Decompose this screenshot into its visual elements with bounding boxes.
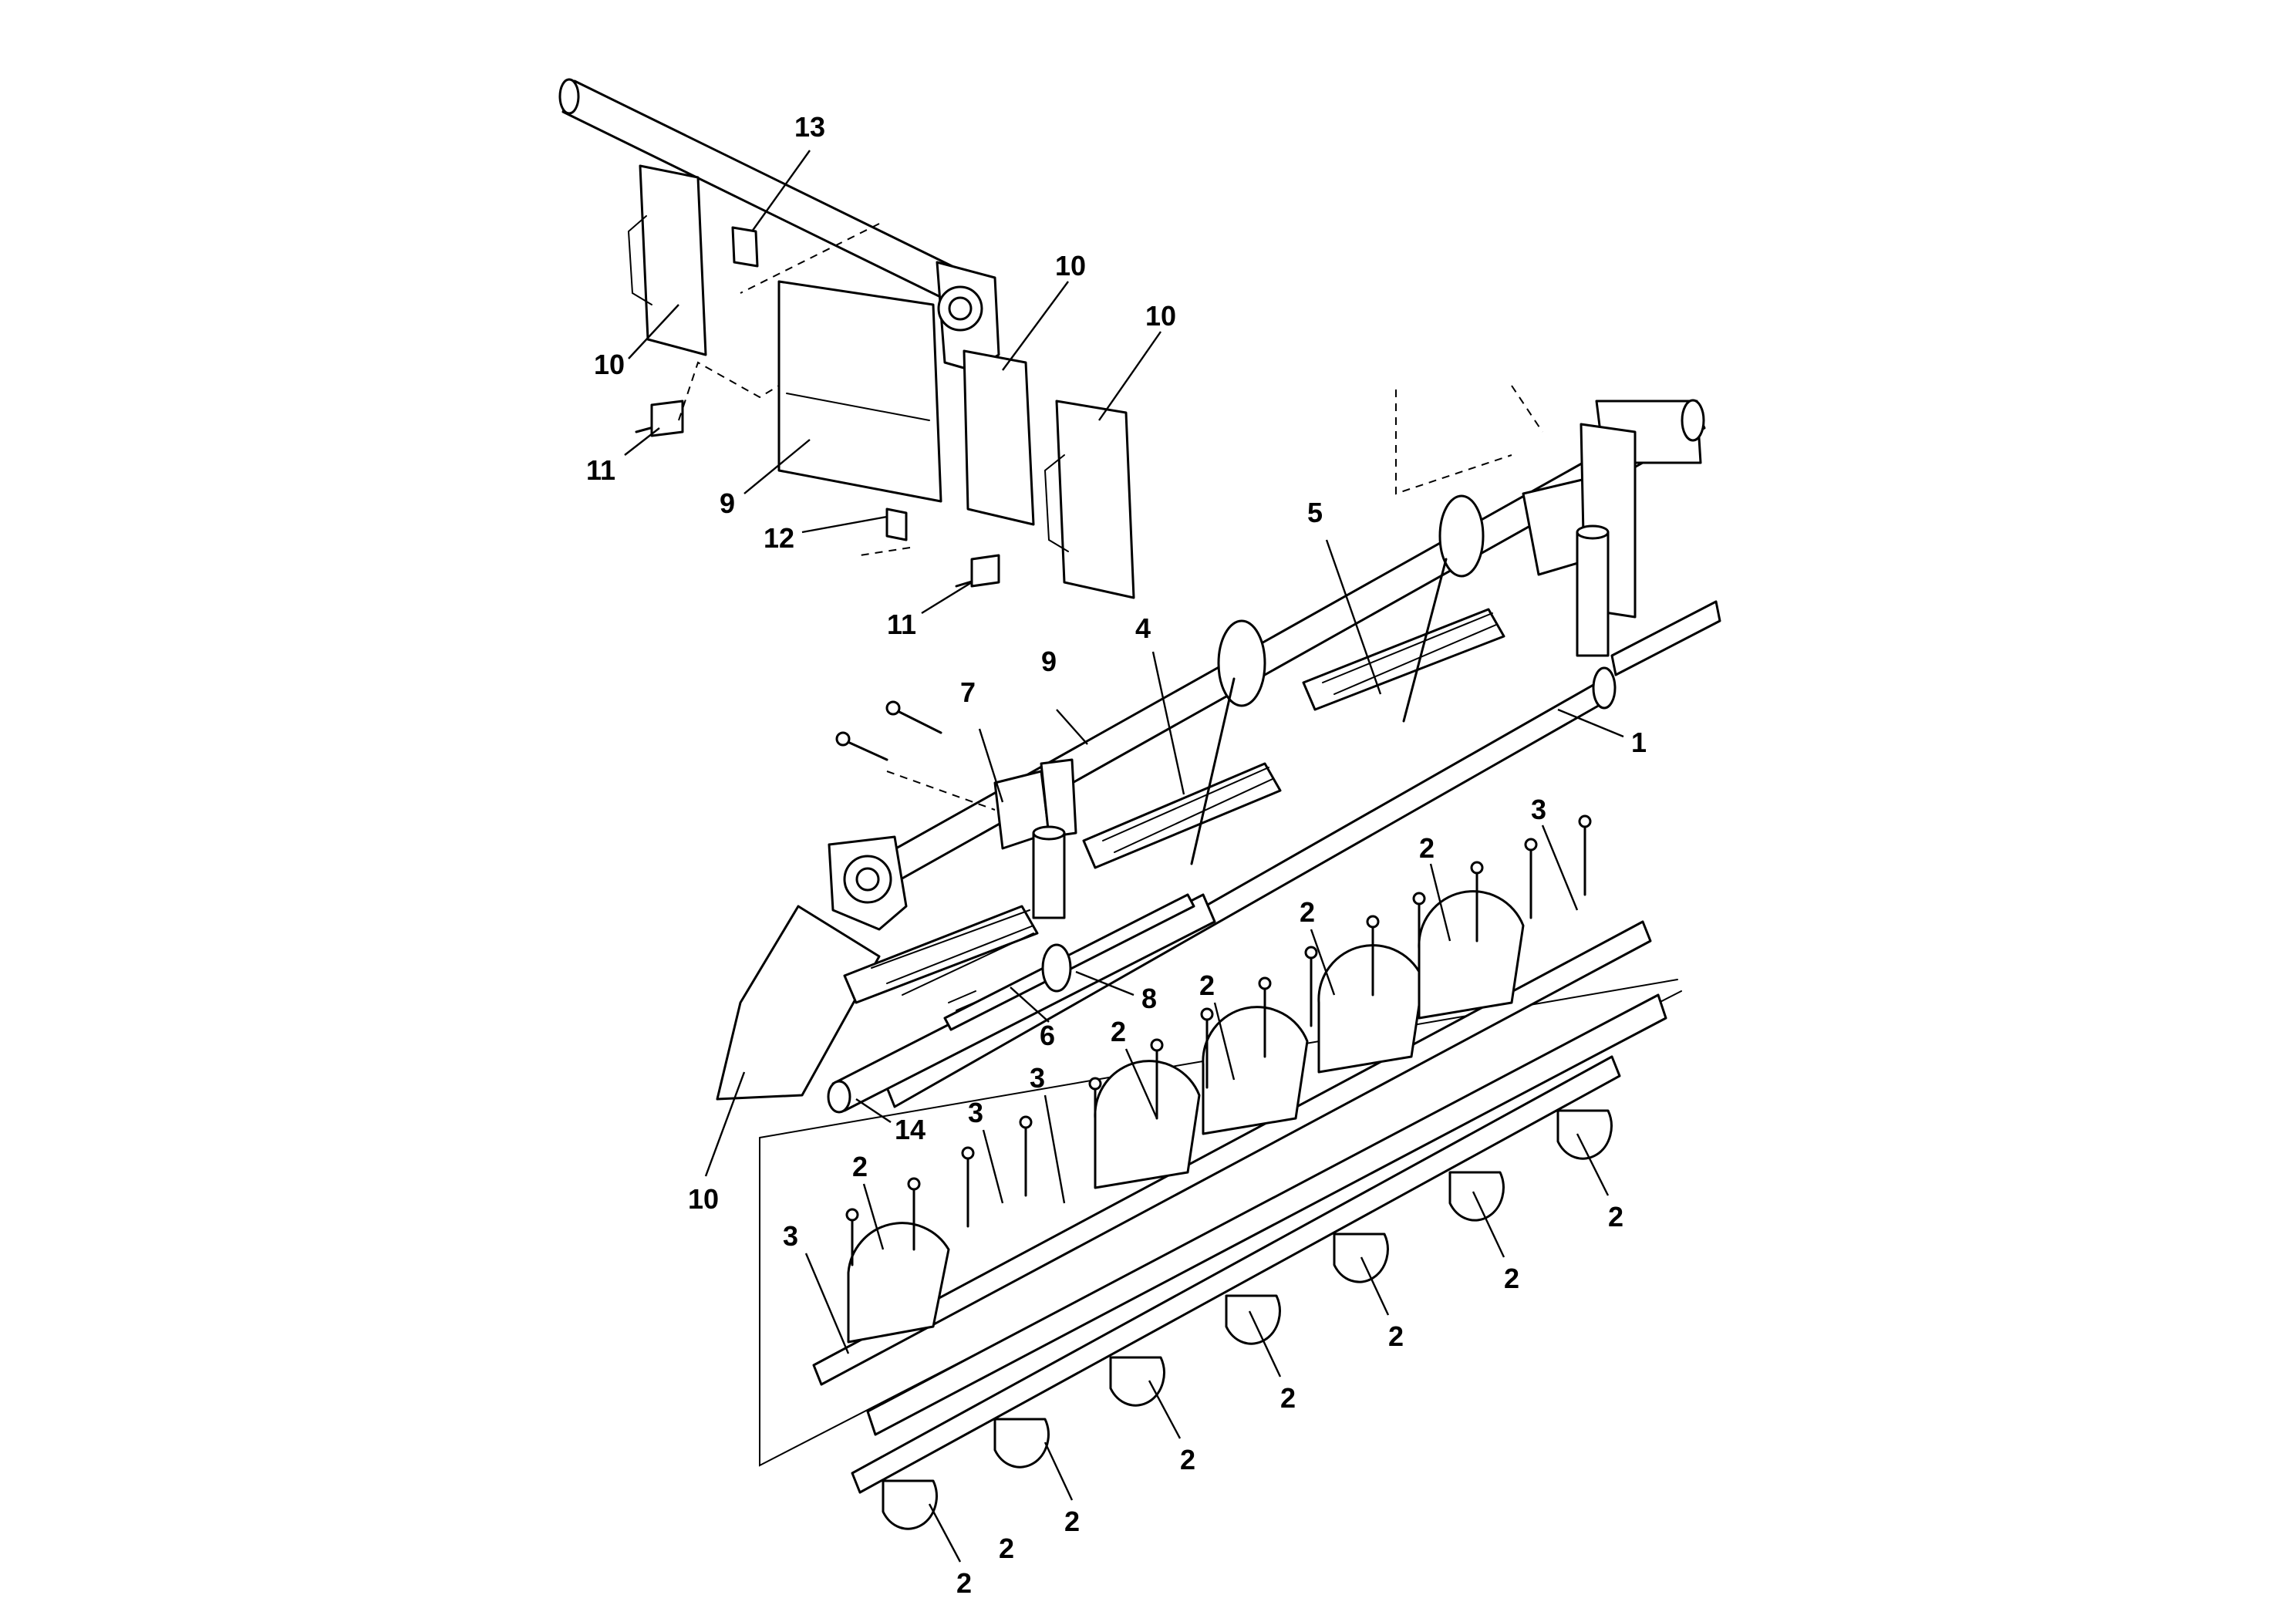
callout-2-b: 2 [1111,1016,1126,1047]
callout-2-h: 2 [1388,1320,1404,1352]
callout-2-d: 2 [1300,896,1315,928]
callout-10-side-guard: 10 [688,1183,719,1215]
callout-13: 13 [794,111,825,143]
callout-10-upper-left: 10 [594,349,625,380]
callout-2-c: 2 [1199,969,1215,1001]
callout-3-left: 3 [783,1220,798,1252]
callout-2-f: 2 [1608,1201,1623,1233]
callout-5: 5 [1307,497,1323,528]
callout-2-l: 2 [956,1567,972,1599]
callout-2-k: 2 [1064,1506,1080,1537]
callout-7: 7 [960,676,976,708]
callout-11-right: 11 [887,609,916,640]
callout-12: 12 [764,522,794,554]
callout-4: 4 [1135,612,1151,644]
callout-2-i: 2 [1280,1382,1296,1414]
callout-2-j: 2 [1180,1444,1195,1475]
callout-3-right: 3 [1531,794,1546,825]
callout-10-upper-right-b: 10 [1145,300,1176,332]
upper-frame-assembly [558,78,1135,599]
callout-11-left: 11 [586,454,615,486]
callout-labels: 13 10 10 10 10 11 11 9 12 9 7 4 5 1 8 6 … [586,111,1647,1599]
callout-9-main-tube: 9 [1041,646,1057,677]
callout-3-mid-a: 3 [968,1097,983,1128]
callout-8: 8 [1141,983,1157,1014]
callout-2-g: 2 [1504,1263,1519,1294]
callout-3-mid-b: 3 [1030,1062,1045,1094]
callout-1: 1 [1631,727,1647,758]
callout-6: 6 [1040,1020,1055,1051]
callout-9-upper-plate: 9 [720,487,735,519]
callout-2-a: 2 [852,1151,868,1182]
main-frame-assembly [716,385,1721,1114]
callout-10-upper-right-a: 10 [1055,250,1086,282]
callout-2-m: 2 [999,1533,1014,1564]
callout-14: 14 [895,1114,925,1145]
callout-leaders [624,150,1624,1563]
lower-auger-assembly [759,814,1682,1530]
callout-2-e: 2 [1419,832,1435,864]
